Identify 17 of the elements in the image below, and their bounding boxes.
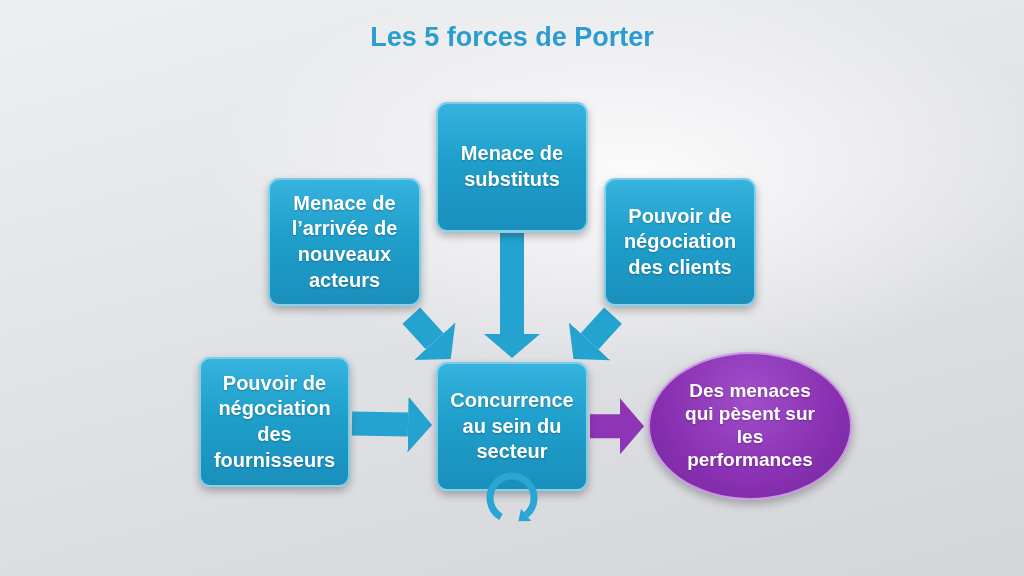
block-arrow bbox=[589, 398, 644, 455]
block-arrow bbox=[568, 307, 622, 361]
block-arrow bbox=[351, 396, 432, 453]
force-label: Concurrence au sein du secteur bbox=[449, 388, 575, 465]
force-box bbox=[436, 362, 588, 491]
block-arrow bbox=[402, 307, 456, 361]
outcome-label: Des menaces qui pèsent sur les performances bbox=[684, 380, 816, 472]
diagram-title: Les 5 forces de Porter bbox=[370, 21, 654, 54]
force-label: Pouvoir de négociation des clients bbox=[622, 203, 738, 280]
force-box bbox=[199, 357, 350, 487]
block-arrow bbox=[484, 233, 540, 358]
force-label: Menace de l’arrivée de nouveaux acteurs bbox=[290, 190, 399, 293]
force-label: Menace de substituts bbox=[459, 141, 565, 192]
force-label: Pouvoir de négociation des fournisseurs bbox=[212, 370, 337, 473]
force-box bbox=[436, 102, 588, 232]
force-box bbox=[268, 178, 421, 306]
force-box bbox=[604, 178, 756, 306]
